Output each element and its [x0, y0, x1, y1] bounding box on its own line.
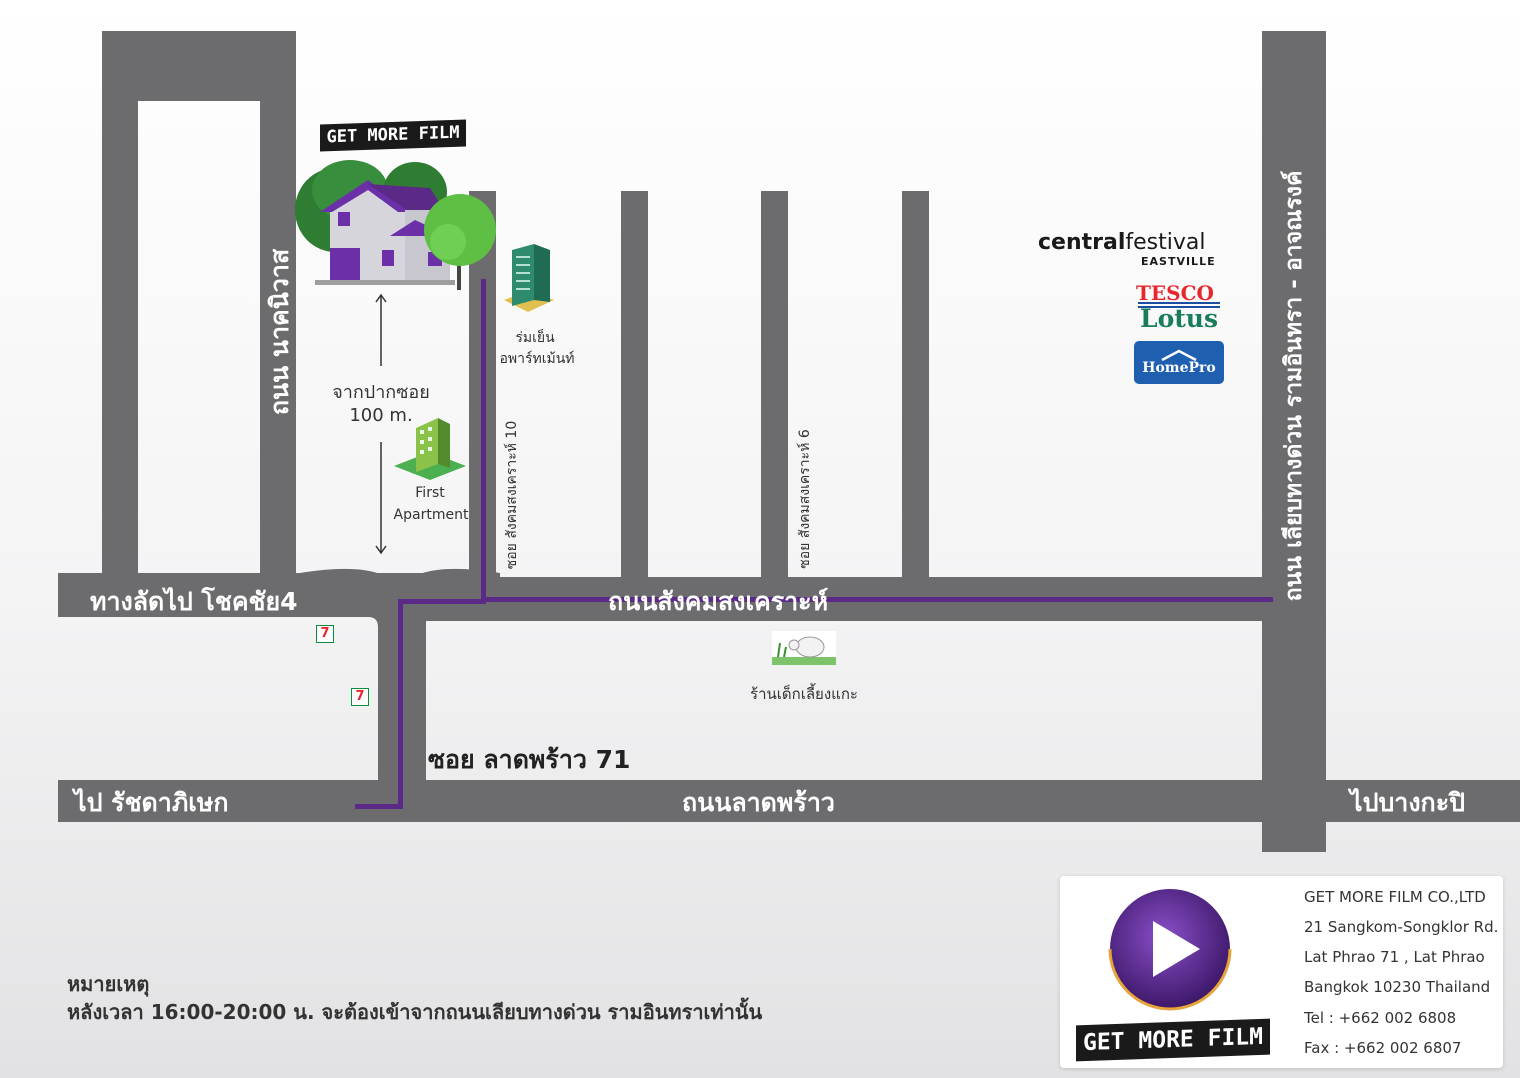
- label-sangkhom: ถนนสังคมสงเคราะห์: [608, 587, 829, 616]
- road-soi-sangkhom-6: [761, 191, 788, 581]
- company-address-2: Lat Phrao 71 , Lat Phrao: [1304, 948, 1485, 966]
- romyen-label-2: อพาร์ทเม้นท์: [499, 351, 575, 367]
- lotus-label: Lotus: [1140, 304, 1219, 333]
- label-shortcut-chokchai4: ทางลัดไป โชคชัย4: [90, 587, 298, 616]
- label-expressway: ถนน เลียบทางด่วน รามอินทรา - อาจณรงค์: [1281, 170, 1307, 602]
- sheep-icon: [772, 631, 836, 665]
- distance-arrow: [375, 293, 387, 555]
- route-to-soi10: [398, 599, 486, 604]
- central-festival-logo: centralfestival: [1038, 230, 1205, 255]
- central-eastville: EASTVILLE: [1141, 255, 1216, 268]
- road-ladprao: [58, 780, 1520, 822]
- road-expressway: [1262, 31, 1326, 852]
- house-icon: [295, 160, 496, 290]
- homepro-logo: HomePro: [1134, 341, 1224, 384]
- label-soi-sangkhom-6: ซอย สังคมสงเคราะห์ 6: [797, 429, 813, 569]
- company-address-3: Bangkok 10230 Thailand: [1304, 978, 1491, 996]
- tesco-stripes: [1138, 302, 1220, 308]
- first-apartment-label-2: Apartment: [393, 507, 469, 523]
- road-soi-a: [621, 191, 648, 581]
- route-sangkhom: [481, 597, 1273, 602]
- road-nakniwat: [260, 31, 296, 579]
- note-text: หลังเวลา 16:00-20:00 น. จะต้องเข้าจากถนน…: [67, 1000, 763, 1024]
- kids-shop-label: ร้านเด็กเลี้ยงแกะ: [750, 685, 858, 703]
- first-apartment-icon: [394, 418, 466, 480]
- route-soi71: [398, 604, 403, 809]
- romyen-label-1: ร่มเย็น: [515, 330, 555, 346]
- label-soi-ladprao-71: ซอย ลาดพร้าว 71: [428, 745, 631, 774]
- company-tel: Tel : +662 002 6808: [1304, 1009, 1457, 1027]
- label-ladprao: ถนนลาดพร้าว: [682, 788, 835, 817]
- distance-label-2: 100 m.: [349, 405, 413, 426]
- logo-banner: GET MORE FILM: [1076, 1018, 1270, 1062]
- seven-eleven-icon: 7: [351, 688, 369, 706]
- festival-text: festival: [1125, 230, 1206, 255]
- label-soi-sangkhom-10: ซอย สังคมสงเคราะห์ 10: [504, 420, 520, 570]
- route-ladprao-start: [355, 804, 403, 809]
- route-soi10-up: [481, 279, 486, 604]
- seven-eleven-icon: 7: [316, 625, 334, 643]
- play-logo-icon: [1108, 889, 1232, 1011]
- label-to-ratchada: ไป รัชดาภิเษก: [74, 788, 229, 817]
- romyen-apartment-icon: [504, 244, 554, 312]
- company-card: GET MORE FILM GET MORE FILM CO.,LTD 21 S…: [1060, 876, 1503, 1068]
- distance-label-1: จากปากซอย: [332, 382, 430, 403]
- homepro-text: HomePro: [1142, 360, 1216, 376]
- company-fax: Fax : +662 002 6807: [1304, 1039, 1462, 1057]
- homepro-roof-icon: [1161, 349, 1197, 361]
- label-to-bangkapi: ไปบางกะปิ: [1350, 788, 1465, 817]
- central-text: central: [1038, 230, 1126, 255]
- road-soi-b: [902, 191, 929, 581]
- tesco-label: TESCO: [1136, 281, 1214, 305]
- company-name: GET MORE FILM CO.,LTD: [1304, 888, 1486, 906]
- company-address-1: 21 Sangkom-Songklor Rd.: [1304, 918, 1499, 936]
- road-nakniwat-west: [102, 31, 138, 579]
- top-banner-logo: GET MORE FILM: [320, 119, 466, 152]
- note-title: หมายเหตุ: [67, 972, 150, 996]
- first-apartment-label-1: First: [415, 485, 445, 501]
